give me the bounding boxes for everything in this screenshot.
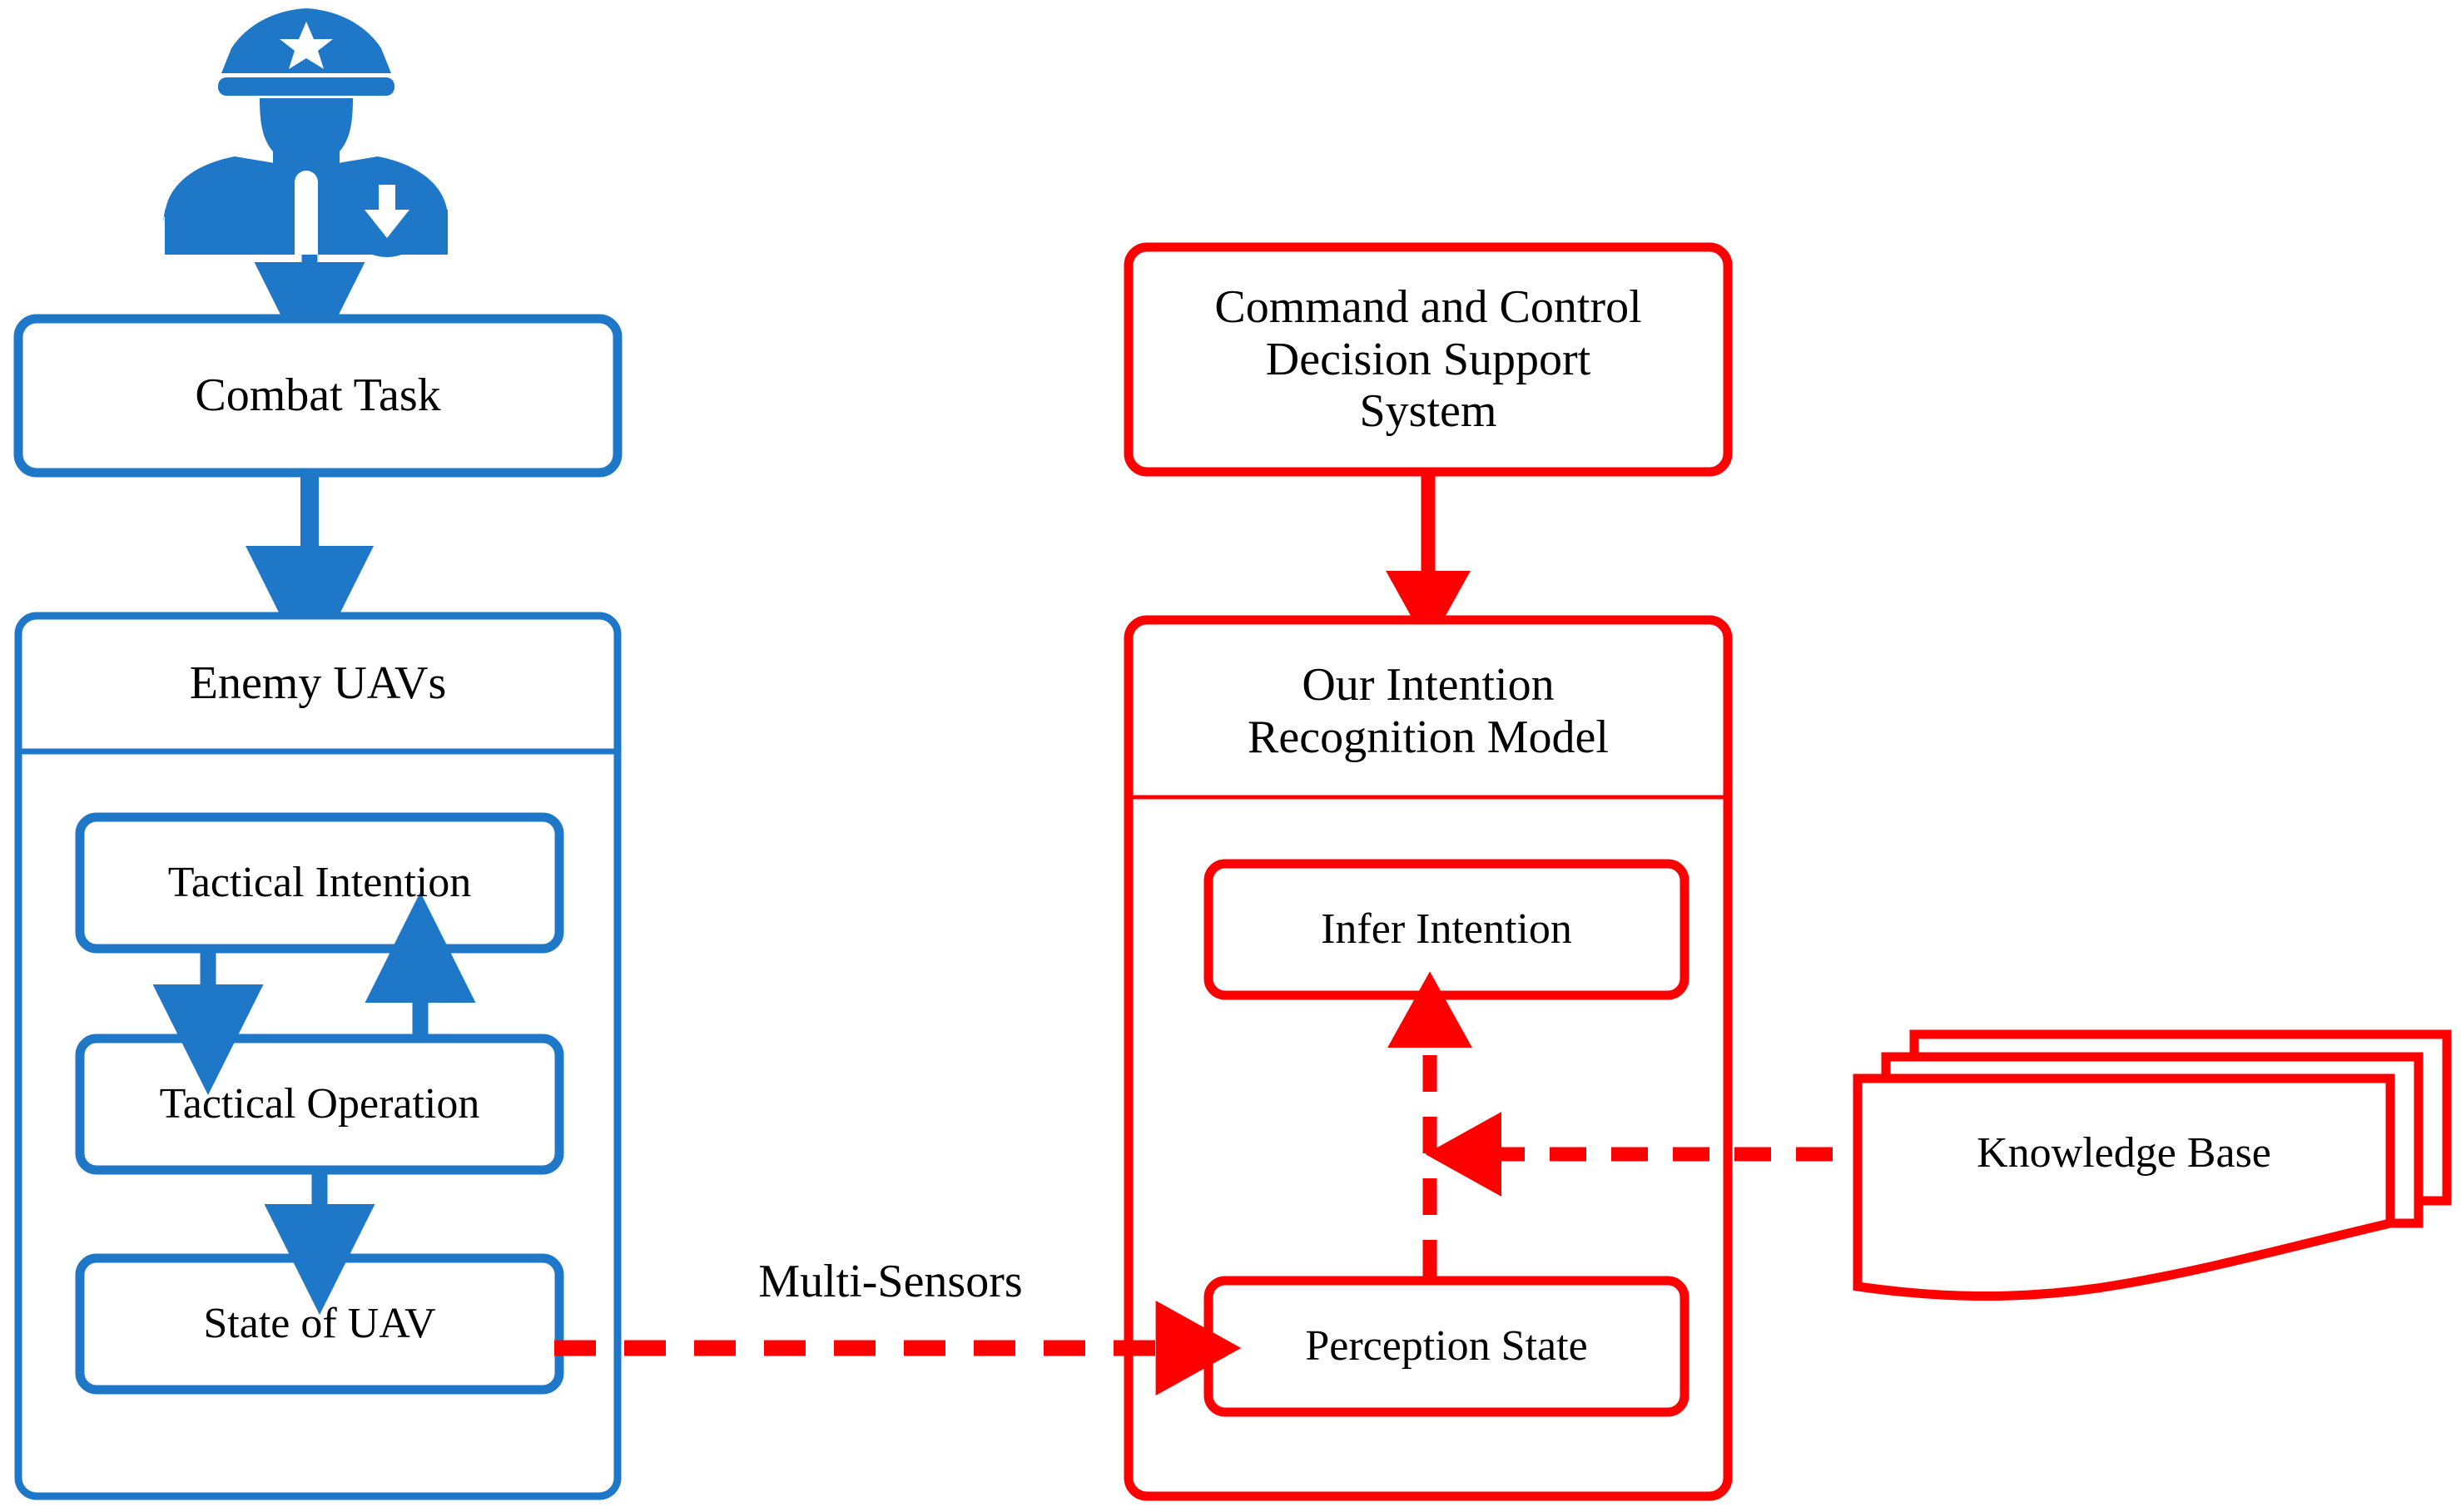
commander-officer-icon	[163, 8, 448, 257]
perception-state-box[interactable]	[1203, 1276, 1689, 1417]
infer-intention-box[interactable]	[1203, 859, 1689, 1000]
c2-decision-support-box[interactable]	[1124, 242, 1733, 477]
state-of-uav-box[interactable]	[75, 1253, 564, 1395]
combat-task-box[interactable]	[13, 314, 623, 478]
tactical-intention-box[interactable]	[75, 812, 564, 954]
knowledge-base-stack[interactable]	[1853, 1029, 2452, 1301]
tactical-operation-box[interactable]	[75, 1034, 564, 1175]
